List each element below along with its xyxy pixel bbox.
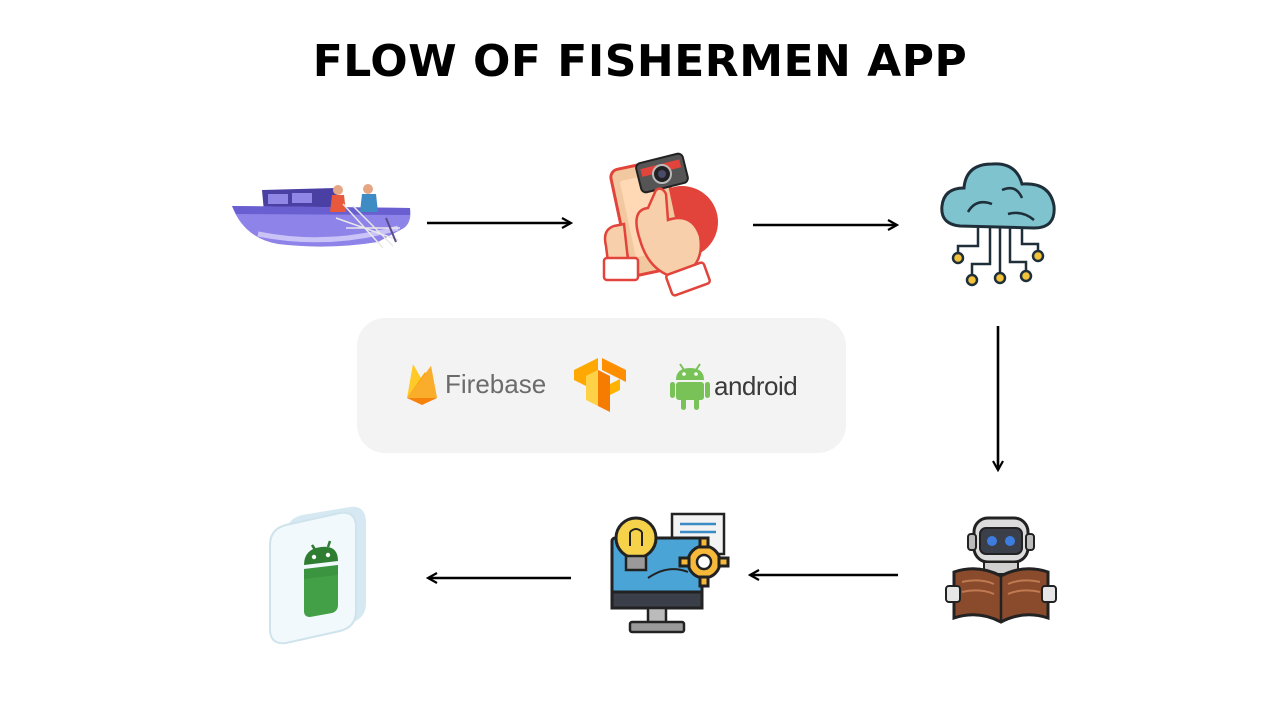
diagram-title: FLOW OF FISHERMEN APP [312, 36, 968, 87]
robot-reading-icon [944, 512, 1058, 626]
tech-firebase: Firebase [405, 362, 546, 406]
android-app-icon [266, 505, 376, 645]
firebase-label: Firebase [445, 368, 547, 399]
tensorflow-icon [574, 358, 626, 412]
tech-tensorflow [572, 356, 628, 414]
smartphone-camera-icon [600, 150, 720, 300]
android-robot-icon [670, 363, 710, 410]
cloud-network-icon [938, 154, 1058, 290]
tech-android: android [670, 362, 798, 410]
android-label: android [714, 370, 798, 401]
fishing-boat-icon [228, 178, 413, 250]
technology-panel: Firebase android [357, 318, 846, 453]
computer-idea-gear-icon [608, 512, 732, 636]
firebase-icon [407, 364, 437, 405]
